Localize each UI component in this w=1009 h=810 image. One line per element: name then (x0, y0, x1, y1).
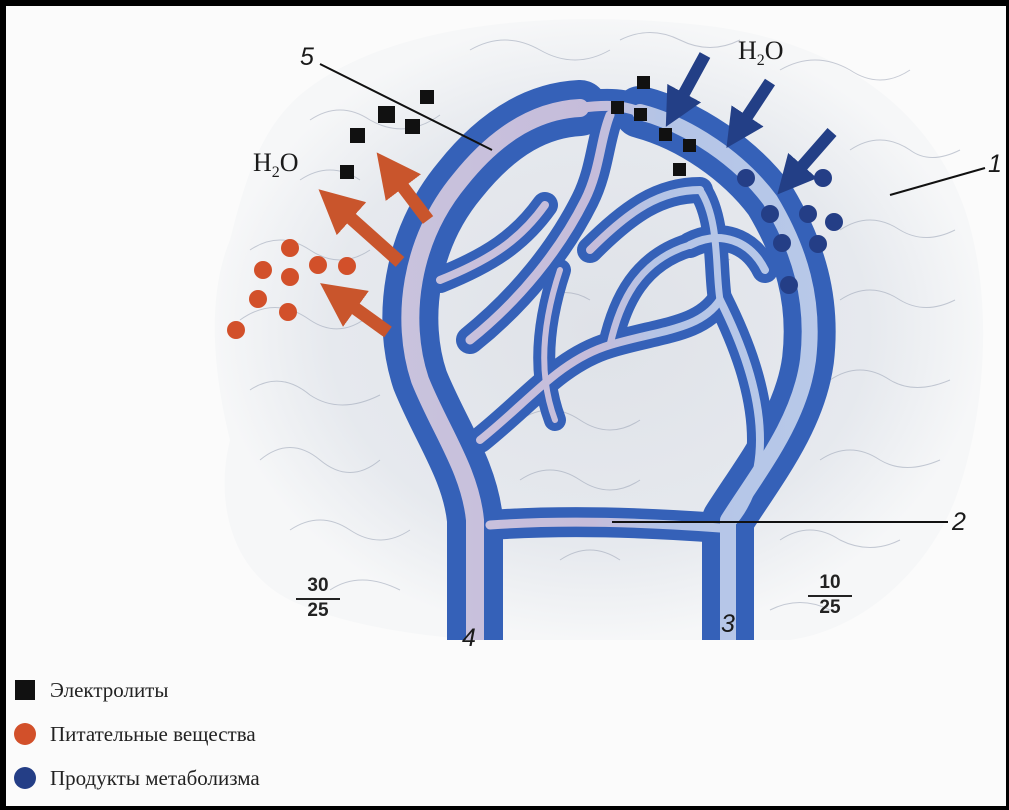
magnification-right: 10 25 (808, 573, 852, 619)
nutrient-circle (281, 268, 299, 286)
nutrient-circle (249, 290, 267, 308)
metabolite-circle (809, 235, 827, 253)
legend-item-electrolytes: Электролиты (14, 668, 260, 712)
electrolyte-square (634, 108, 647, 121)
magnification-left-numerator: 30 (296, 576, 340, 600)
electrolyte-square (350, 128, 365, 143)
electrolyte-square (683, 139, 696, 152)
metabolite-circle (773, 234, 791, 252)
nutrient-circle (338, 257, 356, 275)
magnification-left: 30 25 (296, 576, 340, 622)
water-label-right: H2O (738, 38, 784, 69)
legend: Электролиты Питательные вещества Продукт… (14, 668, 260, 800)
electrolyte-square (637, 76, 650, 89)
nutrient-circle (279, 303, 297, 321)
nutrient-circle (309, 256, 327, 274)
label-3: 3 (721, 612, 735, 637)
square-marker-icon (15, 680, 35, 700)
electrolyte-square (659, 128, 672, 141)
metabolite-circle (799, 205, 817, 223)
magnification-right-denominator: 25 (808, 597, 852, 619)
label-2: 2 (952, 510, 966, 535)
blue-circle-icon (14, 767, 36, 789)
water-label-left: H2O (253, 150, 299, 181)
electrolyte-square (405, 119, 420, 134)
metabolite-circle (814, 169, 832, 187)
magnification-left-denominator: 25 (296, 600, 340, 622)
label-4: 4 (462, 626, 476, 651)
electrolyte-square (611, 101, 624, 114)
label-1: 1 (988, 152, 1002, 177)
legend-label: Продукты метаболизма (50, 766, 260, 791)
label-5: 5 (300, 45, 314, 70)
metabolite-circle (825, 213, 843, 231)
magnification-right-numerator: 10 (808, 573, 852, 597)
nutrient-circle (281, 239, 299, 257)
electrolyte-square (673, 163, 686, 176)
legend-item-metabolites: Продукты метаболизма (14, 756, 260, 800)
metabolite-circle (761, 205, 779, 223)
legend-label: Электролиты (50, 678, 168, 703)
metabolite-circle (780, 276, 798, 294)
metabolite-circle (737, 169, 755, 187)
electrolyte-square (340, 165, 354, 179)
legend-item-nutrients: Питательные вещества (14, 712, 260, 756)
nutrient-circle (254, 261, 272, 279)
legend-label: Питательные вещества (50, 722, 256, 747)
electrolyte-square (420, 90, 434, 104)
electrolyte-square (378, 106, 395, 123)
nutrient-circle (227, 321, 245, 339)
orange-circle-icon (14, 723, 36, 745)
